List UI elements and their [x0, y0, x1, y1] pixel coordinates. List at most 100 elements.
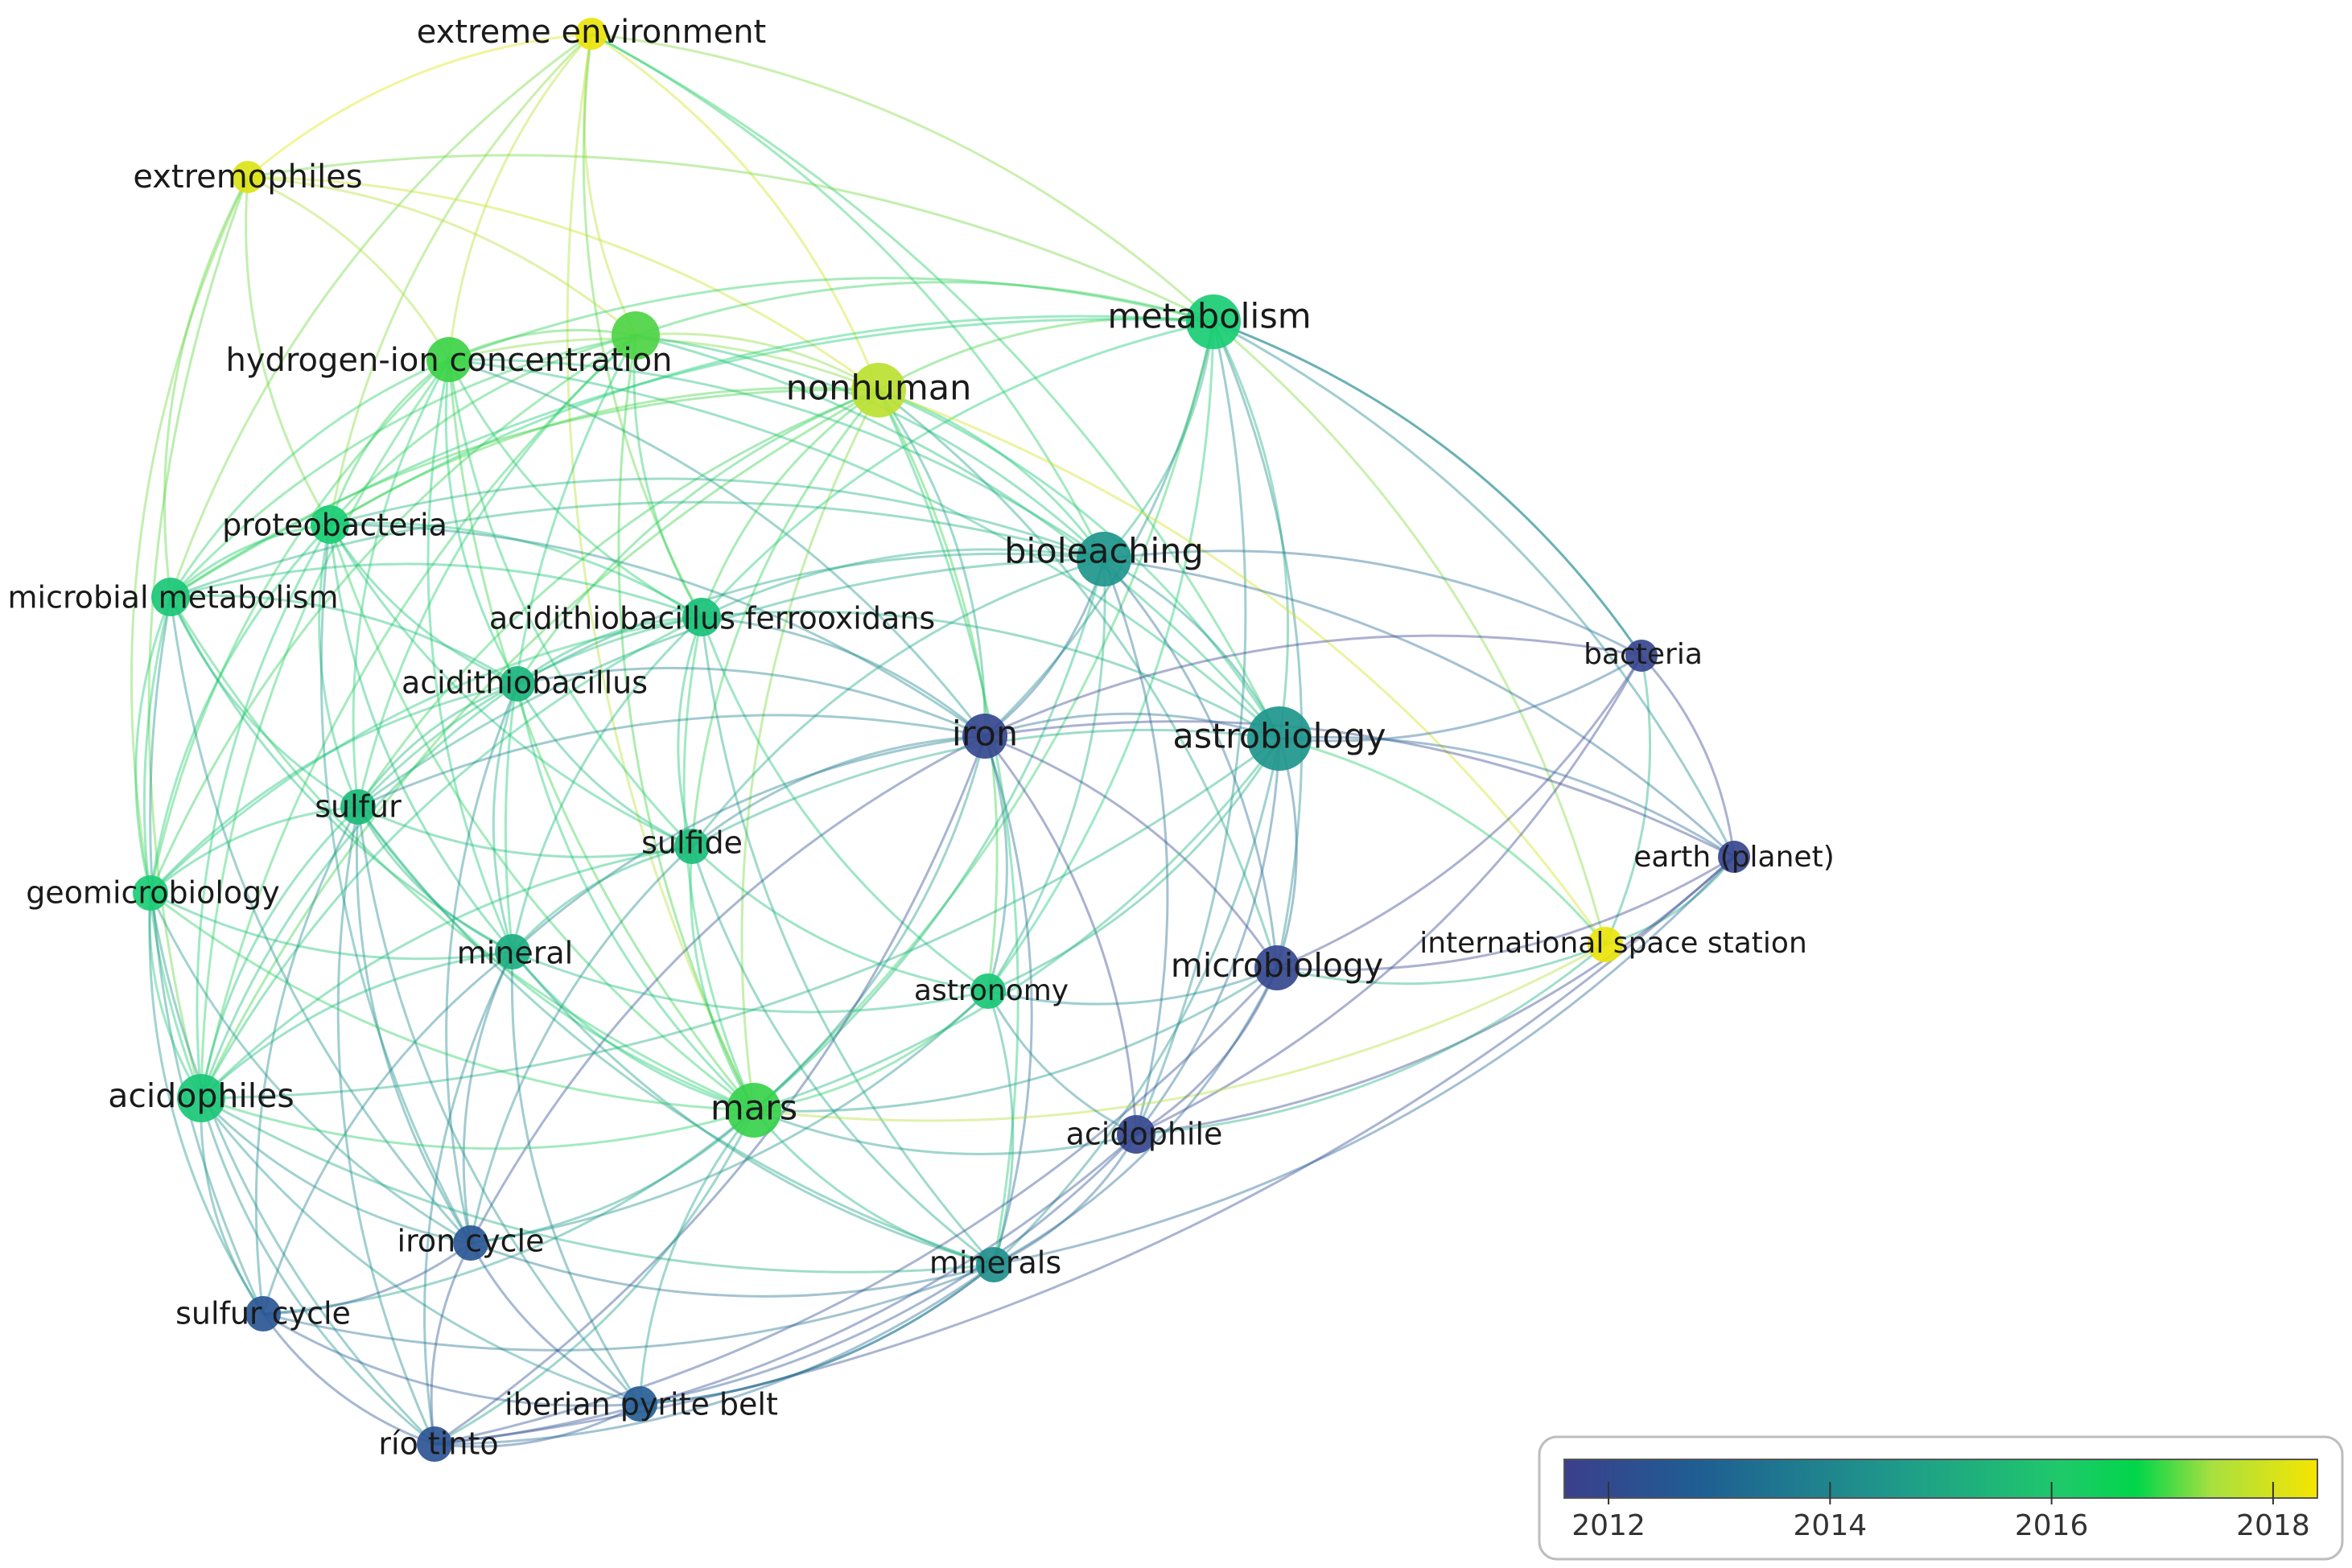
node-microbial-metabolism[interactable] [151, 578, 190, 616]
link-geomicrobiology-rio_tinto [149, 892, 436, 1446]
link-nonhuman-sulfur [356, 389, 879, 808]
node-iron-cycle[interactable] [453, 1225, 488, 1261]
link-extreme_environment-astrobiology [591, 32, 1281, 739]
label-nonhuman: nonhuman [786, 368, 972, 409]
label-bioleaching: bioleaching [1004, 532, 1204, 572]
node-bacteria[interactable] [1625, 640, 1658, 672]
node-astrobiology[interactable] [1247, 706, 1312, 771]
link-proteobacteria-sulfide [328, 524, 693, 848]
link-bioleaching-microbiology [1102, 558, 1279, 969]
link-hydrogen_ion-astrobiology [448, 358, 1281, 740]
link-microbial_metabolism-sulfur_cycle [149, 596, 265, 1315]
node-astronomy[interactable] [970, 973, 1006, 1009]
link-unlabeled_green-acidophiles [200, 334, 637, 1099]
link-sulfide-astronomy [690, 845, 989, 993]
link-hydrogen_ion-microbial_metabolism [169, 358, 450, 598]
link-microbial_metabolism-acidithiobacillus_ferrooxidans [170, 562, 702, 619]
link-mars-acidophile [753, 1109, 1137, 1155]
node-extremophiles[interactable] [232, 161, 264, 193]
node-earth-planet[interactable] [1718, 841, 1750, 873]
link-iron-microbiology [984, 735, 1279, 969]
label-minerals: minerals [929, 1245, 1061, 1281]
label-international-space-station: international space station [1419, 927, 1807, 960]
link-bioleaching-acidophile [1102, 558, 1169, 1135]
link-bioleaching-bacteria [1103, 549, 1642, 657]
link-extremophiles-microbial_metabolism [163, 176, 249, 598]
node-sulfur-cycle[interactable] [245, 1296, 281, 1331]
link-extremophiles-geomicrobiology [130, 176, 249, 894]
link-acidithiobacillus-mineral [492, 683, 519, 953]
link-astronomy-acidophile [987, 990, 1137, 1136]
node-acidophiles[interactable] [177, 1074, 225, 1122]
link-acidophile-minerals [993, 1134, 1138, 1266]
link-international_space_station-acidophile [1135, 943, 1606, 1136]
link-acidophiles-iron_cycle [200, 1097, 472, 1245]
link-hydrogen_ion-acidithiobacillus_ferrooxidans [447, 359, 702, 619]
node-nonhuman[interactable] [851, 363, 906, 418]
link-metabolism-earth_planet [1213, 320, 1736, 858]
link-astrobiology-acidophiles [200, 737, 1280, 1100]
link-acidithiobacillus_ferrooxidans-acidithiobacillus [517, 615, 702, 685]
link-astrobiology-microbiology [1275, 738, 1298, 969]
link-nonhuman-sulfide [690, 389, 880, 847]
node-rio-tinto[interactable] [417, 1426, 452, 1462]
link-metabolism-astrobiology [1212, 321, 1290, 739]
link-proteobacteria-geomicrobiology [149, 523, 332, 894]
node-hydrogen-ion[interactable] [426, 337, 472, 382]
link-microbiology-rio_tinto [434, 966, 1279, 1446]
label-bacteria: bacteria [1584, 638, 1703, 671]
node-international-space-station[interactable] [1588, 927, 1623, 962]
link-mineral-minerals [511, 951, 995, 1266]
label-acidophile: acidophile [1066, 1117, 1223, 1152]
node-acidithiobacillus[interactable] [500, 666, 535, 702]
node-acidophile[interactable] [1117, 1115, 1155, 1154]
link-extreme_environment-acidithiobacillus_ferrooxidans [582, 33, 703, 618]
link-unlabeled_green-nonhuman [635, 332, 879, 392]
link-acidophiles-mars [200, 1097, 755, 1150]
link-acidophiles-iberian_pyrite_belt [200, 1097, 641, 1405]
link-iron-acidophile [983, 735, 1138, 1135]
label-layer: extreme environmentextremophileshydrogen… [8, 14, 1835, 1462]
link-sulfur-acidophiles [200, 805, 360, 1099]
link-metabolism-iron [983, 321, 1215, 738]
node-metabolism[interactable] [1186, 294, 1241, 349]
link-mineral-sulfur_cycle [262, 950, 513, 1315]
node-iron[interactable] [962, 714, 1007, 759]
link-astrobiology-mars [753, 738, 1281, 1112]
node-microbiology[interactable] [1254, 945, 1300, 990]
label-earth-planet: earth (planet) [1633, 841, 1834, 874]
node-minerals[interactable] [976, 1247, 1011, 1282]
link-acidithiobacillus_ferrooxidans-mars [682, 616, 756, 1111]
link-bioleaching-earth_planet [1103, 558, 1736, 858]
link-bacteria-astrobiology [1279, 654, 1642, 743]
link-acidophiles-rio_tinto [200, 1097, 435, 1446]
link-microbial_metabolism-mars [169, 596, 755, 1112]
node-bioleaching[interactable] [1077, 532, 1131, 586]
link-acidophiles-sulfur_cycle [200, 1097, 265, 1315]
link-microbiology-mars [753, 966, 1278, 1113]
node-unlabeled-green[interactable] [612, 311, 660, 360]
node-mars[interactable] [727, 1083, 781, 1138]
node-sulfide[interactable] [674, 829, 710, 864]
legend-tick-label: 2018 [2236, 1509, 2310, 1542]
node-iberian-pyrite-belt[interactable] [622, 1386, 657, 1422]
node-mineral[interactable] [495, 934, 530, 969]
node-acidithiobacillus-ferrooxidans[interactable] [682, 598, 721, 636]
link-nonhuman-acidithiobacillus [516, 389, 879, 685]
link-geomicrobiology-iron_cycle [149, 892, 472, 1245]
link-metabolism-nonhuman [878, 317, 1214, 392]
link-extremophiles-unlabeled_green [247, 175, 636, 337]
link-bacteria-metabolism [1213, 320, 1643, 656]
legend-tick-label: 2012 [1571, 1509, 1646, 1542]
node-extreme-environment[interactable] [575, 18, 608, 50]
link-iron-minerals [983, 735, 1033, 1266]
node-geomicrobiology[interactable] [133, 875, 168, 911]
node-sulfur[interactable] [340, 789, 376, 825]
link-hydrogen_ion-metabolism [448, 277, 1214, 361]
label-mineral: mineral [457, 936, 574, 971]
link-iron_cycle-iberian_pyrite_belt [469, 1242, 641, 1405]
node-proteobacteria[interactable] [311, 505, 349, 544]
link-metabolism-acidithiobacillus_ferrooxidans [700, 320, 1214, 619]
link-bioleaching-astronomy [987, 558, 1106, 992]
link-proteobacteria-iron [329, 523, 986, 738]
